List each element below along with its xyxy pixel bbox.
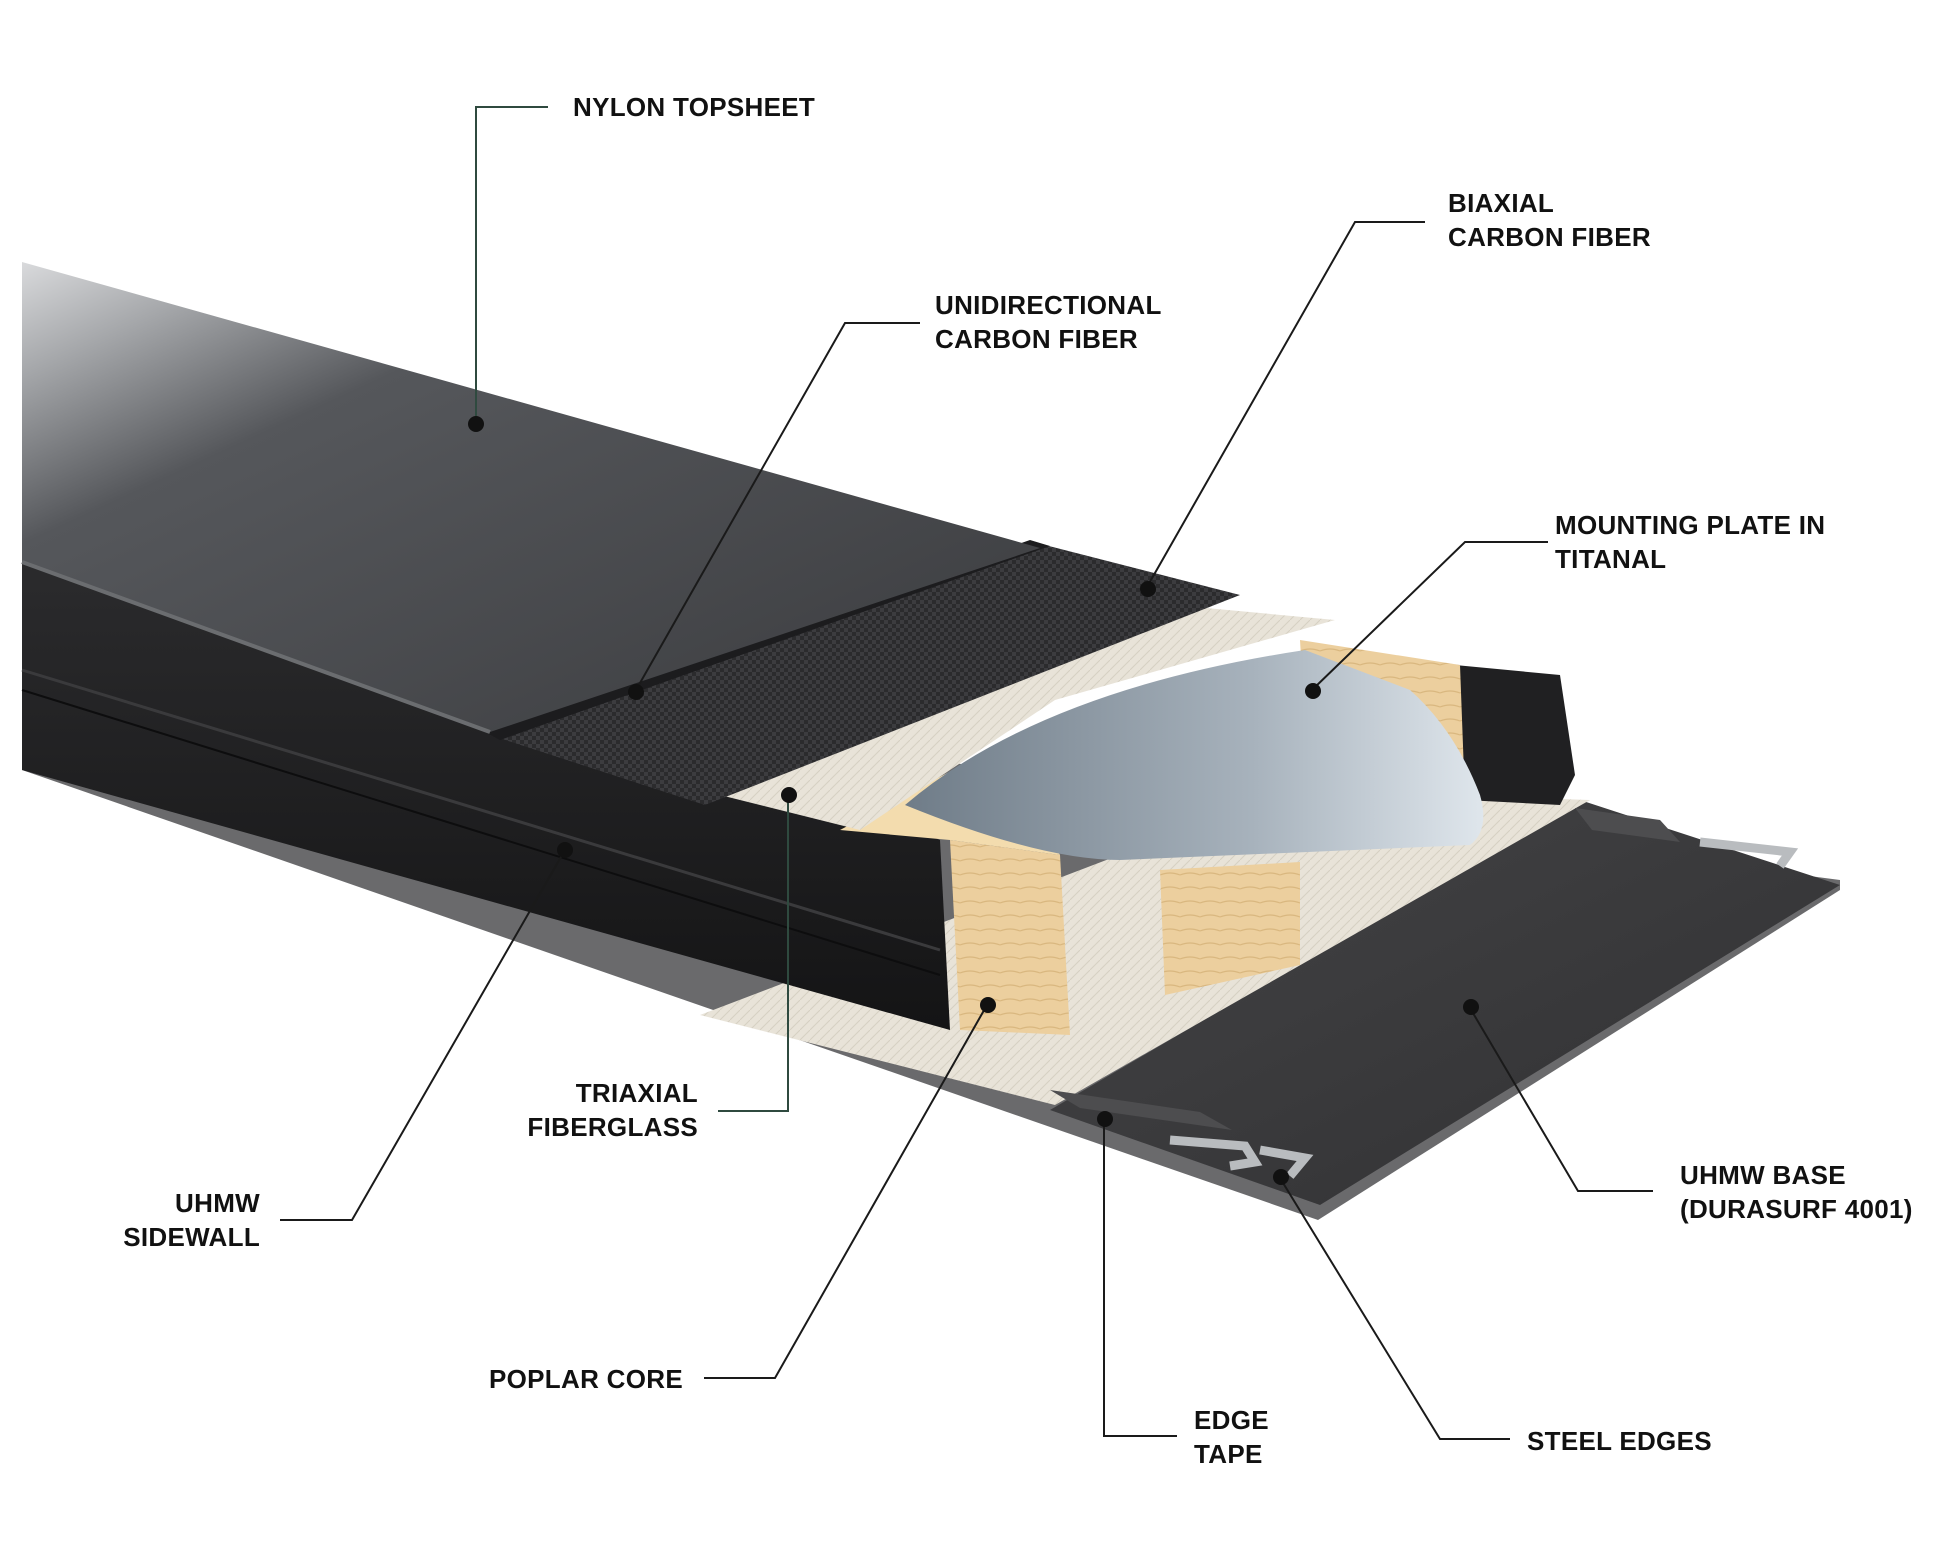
leader-mounting-plate [1311,541,1548,691]
dot-triaxial [781,787,797,803]
dot-poplar-core [980,997,996,1013]
sidewall-shape [22,560,950,1030]
biaxial-carbon-shape [490,545,1240,805]
dot-biaxial [1140,581,1156,597]
label-uhmw-base-line1: UHMW BASE [1680,1160,1846,1190]
leader-edge-tape [1103,1120,1177,1437]
leader-poplar-core [704,1004,988,1379]
label-edge-tape-line1: EDGE [1194,1405,1269,1435]
label-unidirectional-line1: UNIDIRECTIONAL [935,290,1162,320]
label-nylon-topsheet-line1: NYLON TOPSHEET [573,92,816,122]
leader-uhmw-base [1469,1007,1653,1192]
steel-edge-shape [1169,837,1799,1179]
leader-unidirectional [635,322,920,691]
edge-tape-shape [1050,808,1680,1130]
mounting-plate-shape [905,650,1484,860]
label-triaxial-line2: FIBERGLASS [527,1112,698,1142]
label-uhmw-sidewall-line1: UHMW [175,1188,260,1218]
label-biaxial-carbon-fiber: BIAXIAL CARBON FIBER [1448,186,1651,254]
dot-uhmw-base [1463,999,1479,1015]
label-edge-tape: EDGE TAPE [1194,1403,1269,1471]
dot-edge-tape [1097,1111,1113,1127]
nylon-topsheet-shape [22,262,1040,732]
label-unidirectional-carbon-fiber: UNIDIRECTIONAL CARBON FIBER [935,288,1162,356]
label-steel-edges: STEEL EDGES [1527,1424,1712,1458]
label-triaxial-line1: TRIAXIAL [575,1078,698,1108]
label-mounting-plate: MOUNTING PLATE IN TITANAL [1555,508,1825,576]
leader-uhmw-sidewall [280,849,566,1221]
label-uhmw-sidewall-line2: SIDEWALL [123,1222,260,1252]
leader-triaxial [718,796,789,1112]
label-nylon-topsheet: NYLON TOPSHEET [573,90,815,124]
leader-biaxial [1146,221,1425,588]
label-edge-tape-line2: TAPE [1194,1439,1263,1469]
dot-steel-edges [1273,1169,1289,1185]
label-triaxial-fiberglass: TRIAXIAL FIBERGLASS [520,1076,698,1144]
label-uhmw-sidewall: UHMW SIDEWALL [100,1186,260,1254]
label-biaxial-line2: CARBON FIBER [1448,222,1651,252]
leader-lines [280,106,1653,1440]
label-poplar-core-line1: POPLAR CORE [489,1364,683,1394]
label-steel-edges-line1: STEEL EDGES [1527,1426,1712,1456]
label-uhmw-base-line2: (DURASURF 4001) [1680,1194,1913,1224]
label-poplar-core: POPLAR CORE [489,1362,683,1396]
leader-dots [468,416,1479,1185]
triaxial-fiberglass-shape [700,600,1335,830]
dot-mounting-plate [1305,683,1321,699]
label-biaxial-line1: BIAXIAL [1448,188,1555,218]
dot-uhmw-sidewall [557,842,573,858]
label-mounting-plate-line1: MOUNTING PLATE IN [1555,510,1826,540]
leader-steel-edges [1279,1177,1510,1440]
label-unidirectional-line2: CARBON FIBER [935,324,1138,354]
leader-nylon-topsheet [475,106,548,422]
dot-unidirectional [628,684,644,700]
lower-fiberglass-shape [700,790,1590,1105]
label-mounting-plate-line2: TITANAL [1555,544,1667,574]
label-uhmw-base: UHMW BASE (DURASURF 4001) [1680,1158,1913,1226]
right-sidewall-shape [1455,665,1575,805]
dot-nylon-topsheet [468,416,484,432]
